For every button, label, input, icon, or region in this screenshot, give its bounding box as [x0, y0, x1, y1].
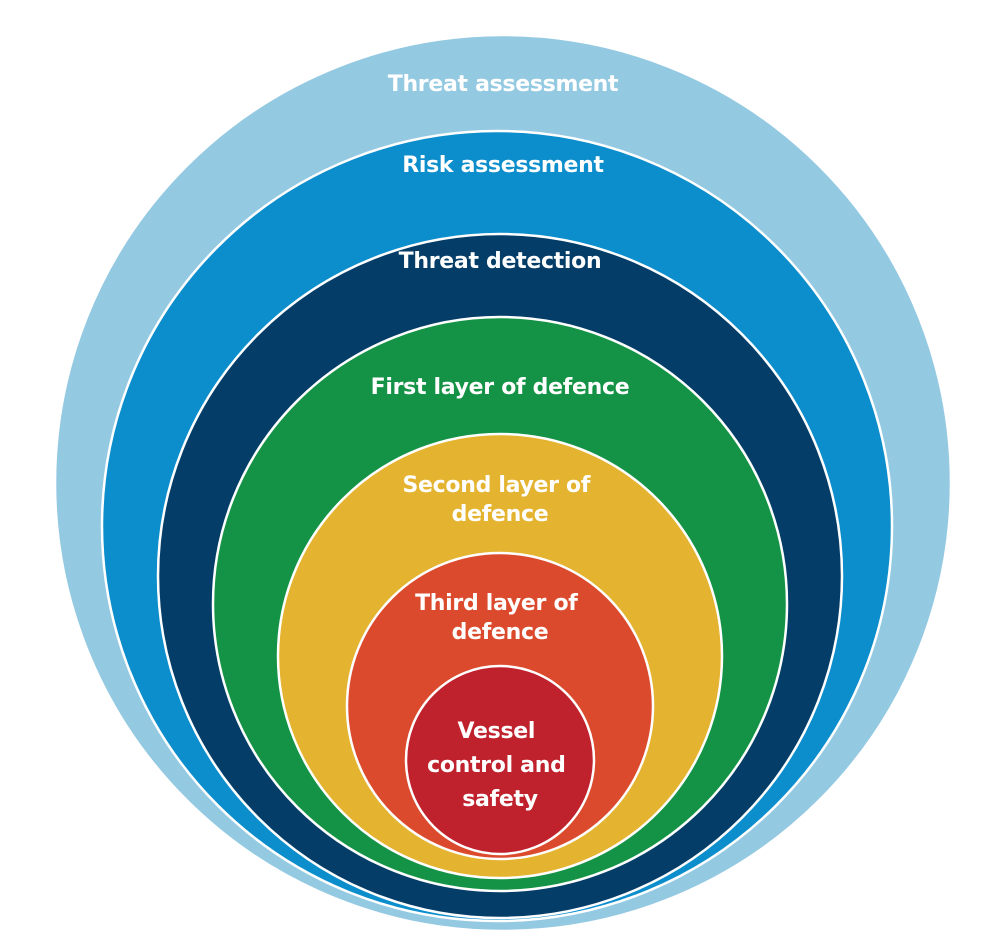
layer-second-defence-label-line1: Second layer of	[402, 473, 590, 498]
layer-second-defence-label-line2: defence	[452, 502, 549, 527]
layer-third-defence-label-line2: defence	[452, 620, 549, 645]
layer-risk-assessment-label: Risk assessment	[402, 153, 604, 178]
layer-second-defence-label: Second layer of defence	[402, 473, 597, 527]
layer-vessel-control-circle	[404, 664, 596, 856]
layer-third-defence-label: Third layer of defence	[415, 591, 585, 645]
layer-vessel-control-label: Vessel control and safety	[427, 719, 573, 812]
layer-vessel-control-label-line3: safety	[462, 787, 538, 812]
layer-threat-assessment-label: Threat assessment	[388, 72, 619, 97]
layer-third-defence-label-line1: Third layer of	[415, 591, 578, 616]
layer-vessel-control-label-line2: control and	[427, 753, 565, 778]
layer-threat-detection-label: Threat detection	[399, 249, 602, 274]
layer-vessel-control-label-line1: Vessel	[458, 719, 536, 744]
layer-first-defence-label: First layer of defence	[371, 375, 630, 400]
